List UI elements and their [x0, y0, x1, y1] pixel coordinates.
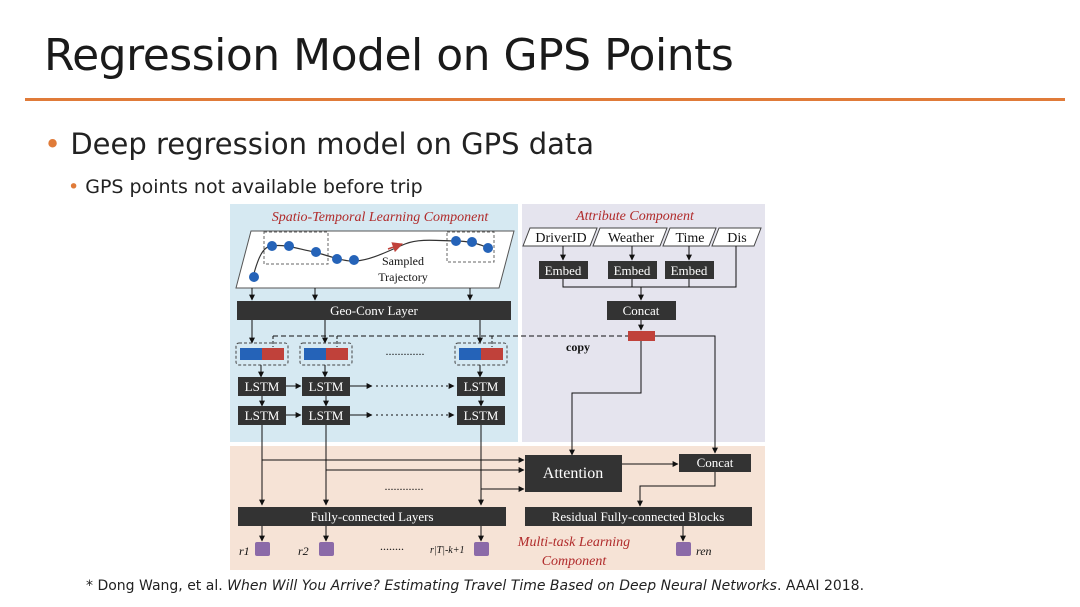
lstm-label: LSTM: [464, 379, 499, 394]
bullet-1-text: Deep regression model on GPS data: [70, 127, 595, 161]
multitask-title-line1: Multi-task Learning: [517, 535, 630, 550]
citation: * Dong Wang, et al. When Will You Arrive…: [86, 578, 864, 594]
spatio-temporal-title: Spatio-Temporal Learning Component: [272, 210, 490, 225]
sample-window-1: [263, 231, 329, 265]
output-node-r2: [319, 542, 334, 556]
gps-point: [267, 241, 277, 251]
attention-input-ellipsis: .............: [385, 479, 424, 493]
attribute-title: Attribute Component: [575, 209, 695, 224]
citation-suffix: . AAAI 2018.: [776, 578, 865, 594]
lstm-label: LSTM: [309, 379, 344, 394]
attribute-vector: [628, 331, 655, 341]
embed-label: Embed: [671, 263, 708, 278]
bullet-level-1: • Deep regression model on GPS data: [44, 127, 594, 161]
attribute-input-dis: Dis: [711, 227, 762, 247]
final-concat-label: Concat: [697, 455, 734, 470]
final-concat-block: [679, 454, 751, 472]
gps-point: [467, 237, 477, 247]
lstm-cell: [238, 377, 286, 396]
geo-conv-label: Geo-Conv Layer: [330, 303, 418, 318]
sample-window-2: [446, 231, 495, 263]
slide-title: Regression Model on GPS Points: [44, 30, 734, 81]
attribute-input-driverid: DriverID: [522, 227, 598, 247]
bullet-dot-icon: •: [44, 127, 71, 161]
attribute-label: Time: [675, 231, 704, 246]
embed-block: [539, 261, 588, 279]
copy-label: copy: [566, 340, 590, 354]
attribute-concat-block: [607, 301, 676, 320]
feature-vector-n: [454, 342, 508, 366]
trajectory-plane: [235, 230, 515, 289]
lstm-label: LSTM: [245, 379, 280, 394]
gps-points: [249, 236, 493, 282]
bullet-2-text: GPS points not available before trip: [85, 176, 423, 198]
output-node-ren: [676, 542, 691, 556]
embed-block: [665, 261, 714, 279]
fully-connected-layers: [238, 507, 506, 526]
trajectory-label-line1: Sampled: [382, 254, 424, 268]
attention-block: [525, 455, 622, 492]
attribute-label: DriverID: [535, 231, 586, 246]
title-divider: [25, 98, 1065, 101]
attribute-concat-label: Concat: [623, 303, 660, 318]
output-label-rn: r|T|-k+1: [430, 545, 464, 556]
attribute-input-time: Time: [662, 227, 717, 247]
gps-point: [451, 236, 461, 246]
lstm-label: LSTM: [309, 408, 344, 423]
attention-label: Attention: [543, 465, 603, 482]
citation-title: When Will You Arrive? Estimating Travel …: [227, 578, 777, 594]
citation-prefix: * Dong Wang, et al.: [86, 578, 228, 594]
output-ellipsis: ........: [380, 539, 404, 553]
geo-conv-layer: [237, 301, 511, 320]
output-node-r1: [255, 542, 270, 556]
trajectory-label-line2: Trajectory: [378, 270, 428, 284]
trajectory-direction-arrow-icon: [387, 242, 403, 253]
bullet-dot-icon: •: [68, 176, 86, 198]
fully-connected-label: Fully-connected Layers: [310, 509, 433, 524]
lstm-cell: [302, 406, 350, 425]
attribute-label: Weather: [608, 231, 655, 246]
residual-fc-blocks: [525, 507, 752, 526]
feature-vector-1: [235, 342, 289, 366]
output-node-rn: [474, 542, 489, 556]
residual-fc-label: Residual Fully-connected Blocks: [552, 509, 725, 524]
gps-point: [349, 255, 359, 265]
gps-point: [483, 243, 493, 253]
attribute-label: Dis: [727, 231, 746, 246]
lstm-label: LSTM: [245, 408, 280, 423]
output-label-r2: r2: [298, 544, 309, 558]
gps-point: [249, 272, 259, 282]
lstm-cell: [457, 377, 505, 396]
embed-block: [608, 261, 657, 279]
gps-point: [284, 241, 294, 251]
lstm-cell: [457, 406, 505, 425]
output-label-ren: ren: [696, 544, 712, 558]
lstm-cell: [238, 406, 286, 425]
feature-ellipsis: .............: [386, 344, 425, 358]
lstm-cell: [302, 377, 350, 396]
lstm-label: LSTM: [464, 408, 499, 423]
output-label-r1: r1: [239, 544, 250, 558]
gps-point: [311, 247, 321, 257]
feature-vector-2: [299, 342, 353, 366]
embed-label: Embed: [545, 263, 582, 278]
embed-label: Embed: [614, 263, 651, 278]
gps-point: [332, 254, 342, 264]
attribute-input-weather: Weather: [592, 227, 668, 247]
multitask-title-line2: Component: [542, 554, 608, 569]
bullet-level-2: • GPS points not available before trip: [68, 176, 423, 198]
